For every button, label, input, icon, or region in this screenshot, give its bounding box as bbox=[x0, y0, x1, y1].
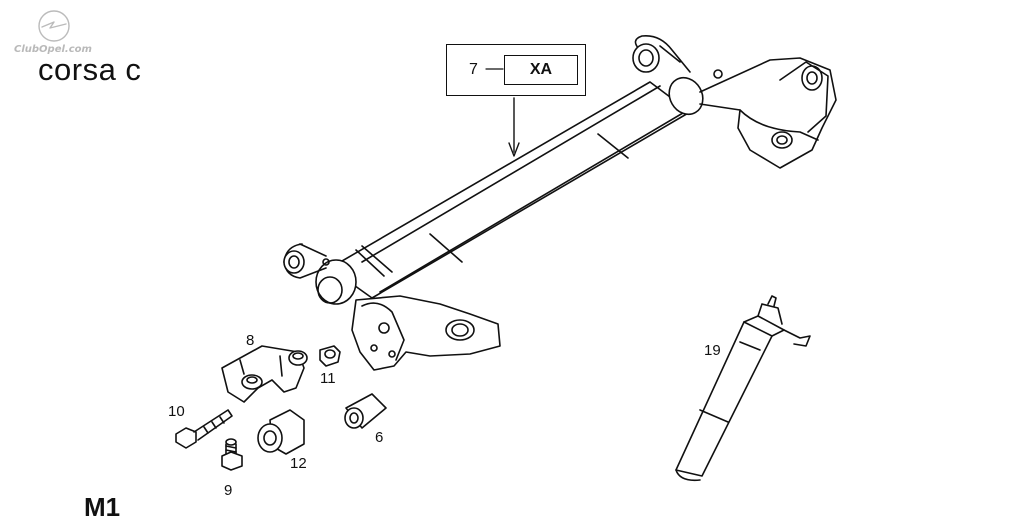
grease-tube-part-19 bbox=[675, 295, 811, 482]
bushing-part-12 bbox=[257, 409, 305, 455]
bolt-part-10 bbox=[175, 409, 233, 449]
diagram-title: corsa c bbox=[38, 52, 142, 87]
parts-diagram: ClubOpel.com corsa c 7 XA 8 11 10 6 12 9… bbox=[14, 10, 837, 522]
callout-10: 10 bbox=[168, 403, 185, 420]
watermark-logo-icon bbox=[38, 10, 70, 42]
watermark-text: ClubOpel.com bbox=[14, 44, 92, 55]
bolt-part-9 bbox=[221, 438, 243, 471]
bracket-part-8 bbox=[221, 345, 308, 403]
callout-12: 12 bbox=[290, 455, 307, 472]
callout-19: 19 bbox=[704, 342, 721, 359]
reference-box: 7 XA bbox=[446, 44, 586, 96]
reference-number: 7 bbox=[469, 61, 478, 78]
bottom-text: M1 bbox=[84, 492, 121, 522]
callout-9: 9 bbox=[224, 482, 233, 499]
diagram-drawing bbox=[38, 10, 837, 482]
nut-part-11 bbox=[319, 345, 341, 367]
reference-code: XA bbox=[504, 55, 578, 85]
callout-8: 8 bbox=[246, 332, 255, 349]
sleeve-part-6 bbox=[344, 393, 387, 429]
rear-axle-beam bbox=[283, 34, 837, 371]
callout-11: 11 bbox=[320, 370, 336, 387]
callout-6: 6 bbox=[375, 429, 384, 446]
